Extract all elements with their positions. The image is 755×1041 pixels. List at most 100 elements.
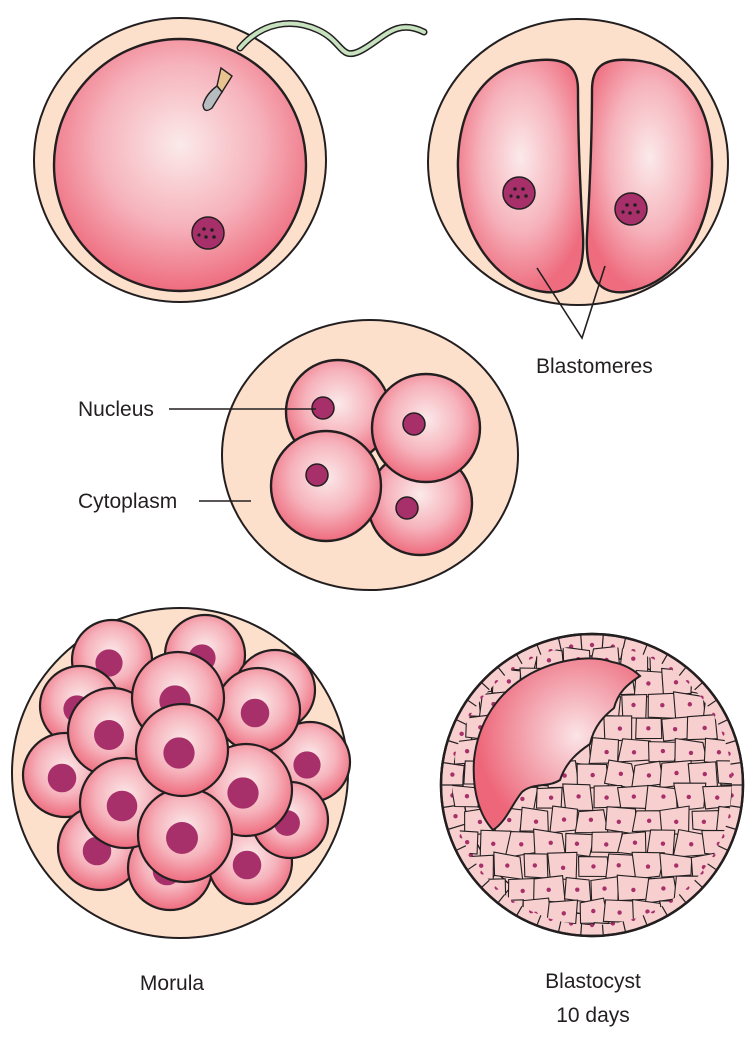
nucleus: [95, 649, 123, 677]
nucleus: [689, 842, 694, 847]
nucleus: [646, 726, 651, 731]
nucleus: [519, 842, 524, 847]
nucleus: [660, 748, 666, 754]
nucleus: [227, 777, 259, 809]
nucleus: [464, 657, 469, 662]
trophoblast-cell-wall: [442, 761, 465, 767]
nucleus: [702, 725, 707, 731]
inner-cell: [644, 876, 678, 904]
nucleus: [631, 887, 636, 893]
nucleus: [716, 750, 722, 755]
inner-cell: [700, 646, 732, 675]
nucleus: [521, 933, 525, 937]
nucleus: [491, 841, 496, 846]
nucleus: [232, 850, 262, 880]
nucleus: [686, 794, 691, 800]
nucleus: [631, 750, 637, 755]
nucleus: [728, 773, 732, 779]
inner-cell: [506, 922, 540, 925]
nucleus: [616, 863, 621, 868]
nucleus: [674, 819, 679, 825]
nucleus: [659, 934, 663, 938]
nucleus: [744, 749, 748, 753]
nucleus: [507, 817, 512, 823]
nucleus: [560, 865, 566, 871]
blastomeres-label: Blastomeres: [536, 355, 653, 378]
two-cell-embryo: Blastomeres: [427, 18, 729, 378]
nucleus: [743, 933, 747, 937]
nucleus: [688, 750, 694, 756]
nucleus: [491, 657, 497, 662]
nucleus: [646, 773, 652, 778]
nucleus: [645, 864, 651, 869]
blastomere-left: [456, 58, 585, 294]
inner-cell: [687, 899, 721, 925]
inner-cell: [714, 667, 732, 695]
nucleus: [687, 658, 692, 664]
nucleus: [617, 910, 622, 915]
inner-cell: [716, 899, 732, 925]
nucleus: [464, 839, 470, 845]
nucleus: [715, 795, 720, 800]
nucleus: [617, 726, 623, 731]
inner-cell: [729, 921, 732, 925]
nucleus: [591, 908, 596, 914]
nucleus: [646, 818, 652, 824]
blastocyst-label: Blastocyst: [545, 970, 641, 993]
inner-cell: [729, 645, 732, 673]
inner-cell: [591, 922, 622, 925]
nucleus: [729, 911, 732, 916]
nucleus: [548, 840, 553, 845]
nucleus: [561, 817, 567, 822]
nucleus: [673, 680, 679, 685]
nucleus: [574, 841, 580, 846]
nucleus: [590, 772, 595, 778]
nucleus: [464, 794, 470, 799]
nucleus: [506, 679, 512, 684]
nucleus: [502, 176, 536, 210]
nucleus: [661, 794, 666, 799]
nucleus: [47, 763, 77, 793]
nucleus-label: Nucleus: [78, 398, 154, 421]
nucleus: [745, 840, 749, 844]
nucleus: [717, 933, 721, 937]
nucleus: [589, 642, 595, 648]
nucleus: [163, 737, 195, 769]
nucleus: [744, 702, 748, 706]
inner-cell: [674, 737, 708, 763]
nucleus: [591, 864, 596, 869]
nucleus: [660, 702, 665, 708]
egg-cytoplasm: [52, 37, 308, 293]
nucleus: [672, 726, 678, 732]
nucleus: [631, 794, 637, 799]
inner-cell: [716, 760, 732, 786]
nucleus: [520, 888, 525, 894]
nucleus: [604, 842, 609, 847]
nucleus: [450, 772, 455, 777]
four-cell-embryo: Nucleus Cytoplasm: [78, 319, 519, 591]
nucleus: [505, 863, 510, 868]
egg-nucleus: [191, 216, 225, 250]
nucleus: [631, 702, 636, 708]
nucleus: [464, 885, 469, 891]
nucleus: [632, 932, 636, 936]
blastocyst: Blastocyst 10 days: [439, 632, 749, 1027]
inner-cell: [452, 879, 480, 903]
nucleus: [476, 911, 482, 916]
nucleus: [674, 863, 679, 868]
inner-cell: [452, 645, 481, 674]
nucleus: [687, 702, 693, 707]
nucleus: [293, 751, 321, 779]
cytoplasm-label: Cytoplasm: [78, 490, 177, 513]
nucleus: [701, 819, 707, 824]
nucleus: [674, 770, 679, 776]
sperm: [202, 20, 428, 112]
nucleus: [532, 863, 538, 868]
nucleus: [689, 934, 693, 938]
inner-cell: [729, 690, 732, 718]
nucleus: [546, 887, 551, 893]
inner-cell: [462, 897, 498, 924]
nucleus: [660, 841, 666, 846]
nucleus: [714, 888, 719, 893]
inner-cell: [452, 921, 484, 925]
